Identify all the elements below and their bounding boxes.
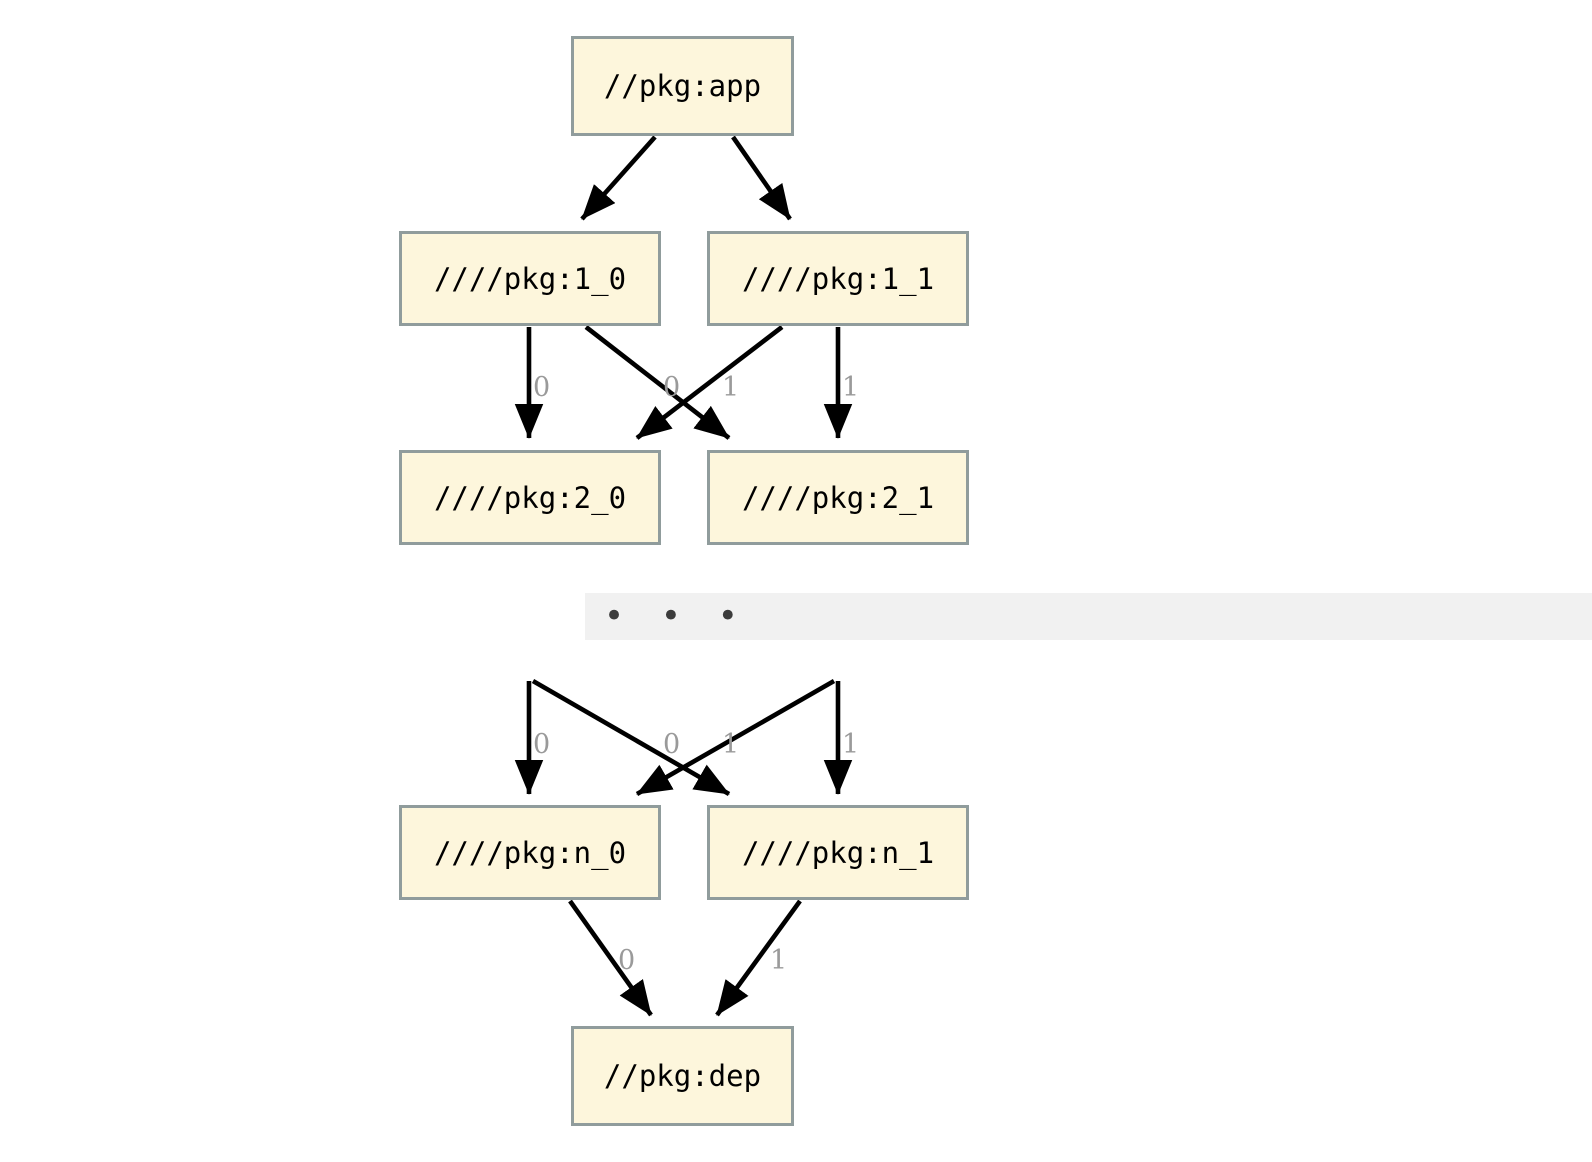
truncation-band: • • • [585, 593, 1592, 640]
node-label: //pkg:app [603, 69, 762, 103]
edge-label-above-to-n_0: 0 [533, 729, 551, 760]
edge-label-above-to-n_1: 1 [842, 729, 860, 760]
node-label: ////pkg:2_0 [433, 480, 627, 515]
edge-app-to-1_1 [731, 135, 792, 221]
node-label: ////pkg:1_1 [741, 261, 935, 296]
node-pkg-n_0[interactable]: ////pkg:n_0 [399, 805, 661, 900]
ellipsis-dots: • • • [604, 595, 751, 636]
node-label: ////pkg:n_0 [433, 835, 627, 870]
node-label: ////pkg:1_0 [433, 261, 627, 296]
edge-label-1_1-to-2_1: 1 [842, 372, 860, 403]
edge-label-1_0-to-2_1: 1 [722, 372, 740, 403]
edge-label-above-to-n_0-crossing: 0 [663, 729, 681, 760]
edge-label-1_1-to-2_0: 0 [663, 372, 681, 403]
node-pkg-app[interactable]: //pkg:app [571, 36, 794, 136]
node-pkg-n_1[interactable]: ////pkg:n_1 [707, 805, 969, 900]
edge-1_0-to-2_1 [584, 325, 731, 440]
edge-label-n_0-to-dep: 0 [618, 945, 636, 976]
node-pkg-1_0[interactable]: ////pkg:1_0 [399, 231, 661, 326]
node-label: //pkg:dep [603, 1059, 762, 1093]
node-pkg-dep[interactable]: //pkg:dep [571, 1026, 794, 1126]
edge-label-n_1-to-dep: 1 [770, 945, 788, 976]
node-pkg-2_1[interactable]: ////pkg:2_1 [707, 450, 969, 545]
edge-label-above-to-n_1-crossing: 1 [722, 729, 740, 760]
node-label: ////pkg:2_1 [741, 480, 935, 515]
edge-n_0-to-dep [568, 899, 653, 1017]
node-label: ////pkg:n_1 [741, 835, 935, 870]
edge-app-to-1_0 [580, 135, 657, 221]
edge-label-1_0-to-2_0: 0 [533, 372, 551, 403]
edge-above-to-n_1-crossing [531, 679, 731, 796]
edge-1_1-to-2_0 [635, 325, 784, 440]
edge-n_1-to-dep [715, 899, 802, 1017]
edge-above-to-n_0-crossing [635, 679, 836, 796]
node-pkg-2_0[interactable]: ////pkg:2_0 [399, 450, 661, 545]
node-pkg-1_1[interactable]: ////pkg:1_1 [707, 231, 969, 326]
